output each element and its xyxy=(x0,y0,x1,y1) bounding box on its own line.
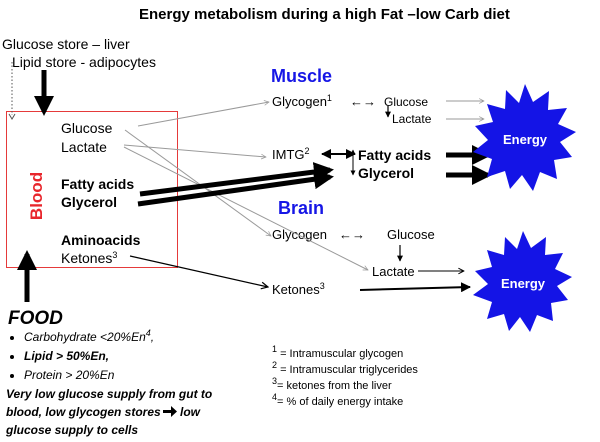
food-item-carbohydrate-suffix: , xyxy=(150,330,155,344)
footnote-1-text: = Intramuscular glycogen xyxy=(277,348,404,360)
brain-lactate: Lactate xyxy=(372,264,415,279)
page-title: Energy metabolism during a high Fat –low… xyxy=(139,6,510,23)
blood-glucose-to-brain-glycogen-arrow xyxy=(124,129,271,236)
brain-glycogen-exchange-icon: ←→ xyxy=(339,227,365,242)
food-heading: FOOD xyxy=(8,308,63,329)
blood-ketones: Ketones3 xyxy=(61,250,118,266)
blood-lactate-to-brain-lactate-arrow xyxy=(123,146,368,271)
food-summary-line-1: Very low glucose supply from gut to xyxy=(6,387,213,401)
blood-glycerol: Glycerol xyxy=(61,194,118,210)
food-summary-line-2: blood, low glycogen stores low xyxy=(6,406,200,418)
food-summary-line-2b: low xyxy=(176,405,201,419)
muscle-energy-label: Energy xyxy=(503,132,548,147)
footnote-4-text: = % of daily energy intake xyxy=(277,396,404,408)
muscle-glycogen-exchange-icon: ←→ xyxy=(350,94,376,109)
blood-lactate: Lactate xyxy=(61,139,107,155)
muscle-energy-burst-shape xyxy=(473,84,576,191)
blood-aminoacids: Aminoacids xyxy=(61,232,141,248)
glucose-store-label: Glucose store – liver xyxy=(2,36,130,52)
muscle-imtg-sup: 2 xyxy=(304,146,310,156)
brain-energy-label: Energy xyxy=(501,276,546,291)
brain-glycogen: Glycogen xyxy=(272,227,327,242)
brain-energy-burst-shape xyxy=(473,231,572,332)
muscle-heading: Muscle xyxy=(271,66,333,86)
muscle-glucose: Glucose xyxy=(384,95,429,109)
footnote-3-sup: 3 xyxy=(272,376,278,386)
food-item-carbohydrate: Carbohydrate <20%En4, xyxy=(24,328,154,347)
right-arrow-icon xyxy=(162,406,177,417)
footnote-1: 1 = Intramuscular glycogen xyxy=(272,345,404,360)
lipid-store-label: Lipid store - adipocytes xyxy=(12,54,156,70)
muscle-glycerol: Glycerol xyxy=(358,165,415,181)
food-item-protein-text: Protein > 20%En xyxy=(24,368,115,382)
blood-glucose: Glucose xyxy=(61,120,113,136)
muscle-glycogen-text: Glycogen xyxy=(272,94,327,109)
blood-ketones-to-brain-arrow xyxy=(129,255,268,287)
blood-ketones-sup: 3 xyxy=(112,250,118,260)
stores-dotted-arrow-icon xyxy=(8,113,16,120)
brain-energy-burst: Energy xyxy=(473,231,572,332)
blood-glycerol-to-muscle-arrow xyxy=(137,169,334,207)
footnote-2-text: = Intramuscular triglycerides xyxy=(277,364,418,376)
muscle-glycogen-sup: 1 xyxy=(326,93,332,103)
brain-ketones-text: Ketones xyxy=(272,282,320,297)
blood-lactate-to-muscle-arrow xyxy=(123,144,266,157)
muscle-glycogen: Glycogen1 xyxy=(272,93,332,109)
muscle-imtg: IMTG2 xyxy=(272,146,310,162)
brain-heading: Brain xyxy=(278,198,325,218)
footnote-3: 3= ketones from the liver xyxy=(272,377,392,392)
food-item-lipid-text: Lipid > 50%En, xyxy=(24,349,110,363)
muscle-energy-burst: Energy xyxy=(473,84,576,191)
food-summary-line-3: glucose supply to cells xyxy=(6,423,139,437)
brain-glucose: Glucose xyxy=(387,227,435,242)
food-item-lipid: Lipid > 50%En, xyxy=(24,347,154,366)
food-item-carbohydrate-sup: 4 xyxy=(145,328,151,338)
food-item-protein: Protein > 20%En xyxy=(24,366,154,385)
food-summary-line-2a: blood, low glycogen stores xyxy=(6,405,161,419)
footnote-4-sup: 4 xyxy=(272,392,278,402)
footnote-4: 4= % of daily energy intake xyxy=(272,393,404,408)
footnote-3-text: = ketones from the liver xyxy=(277,380,392,392)
food-list: Carbohydrate <20%En4, Lipid > 50%En, Pro… xyxy=(6,328,154,385)
muscle-lactate: Lactate xyxy=(392,112,432,126)
food-item-carbohydrate-text: Carbohydrate <20%En xyxy=(24,330,146,344)
brain-ketones-to-energy-arrow xyxy=(359,282,471,293)
blood-glucose-to-muscle-glycogen-arrow xyxy=(137,102,269,127)
blood-fatty-acids: Fatty acids xyxy=(61,176,135,192)
blood-fatty-acids-to-muscle-arrow xyxy=(139,162,334,197)
muscle-fatty-acids: Fatty acids xyxy=(358,147,432,163)
muscle-imtg-text: IMTG xyxy=(272,147,305,162)
brain-ketones: Ketones3 xyxy=(272,281,325,297)
blood-ketones-text: Ketones xyxy=(61,250,113,266)
footnote-2: 2 = Intramuscular triglycerides xyxy=(272,361,418,376)
footnote-2-sup: 2 xyxy=(272,360,278,370)
footnote-1-sup: 1 xyxy=(272,344,278,354)
brain-ketones-sup: 3 xyxy=(319,281,325,291)
